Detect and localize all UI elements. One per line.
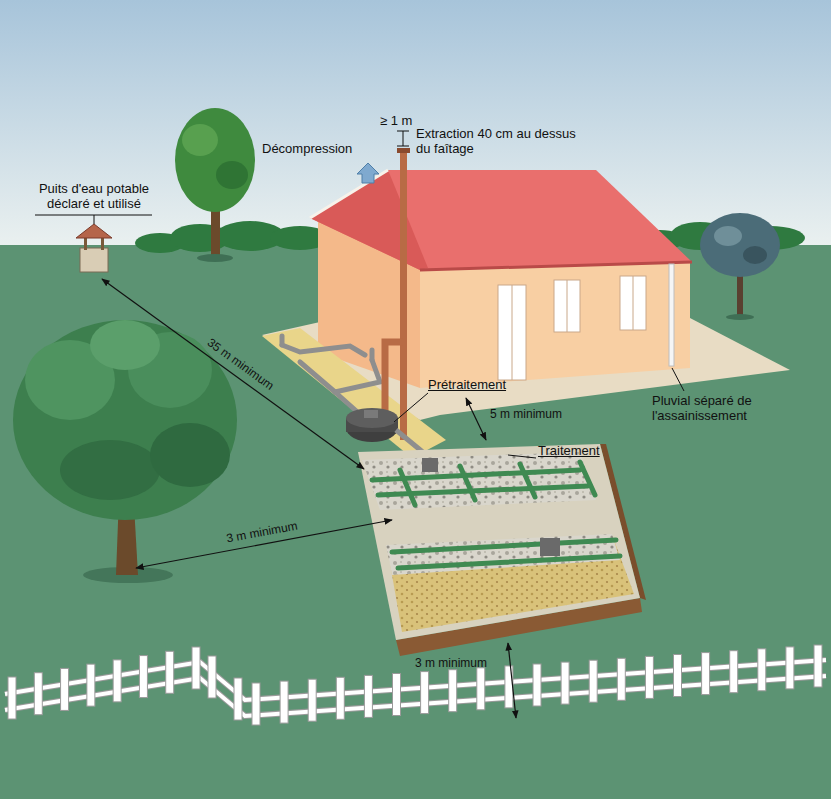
fence-picket <box>449 670 457 712</box>
fence-picket <box>561 662 569 704</box>
fence <box>5 645 826 725</box>
dimension-label: 3 m minimum <box>415 656 487 671</box>
fence-picket <box>617 658 625 700</box>
part-label: Traitement <box>538 443 600 458</box>
fence-picket <box>421 672 429 714</box>
fence-picket <box>477 668 485 710</box>
fence-picket <box>139 656 147 698</box>
fence-picket <box>589 660 597 702</box>
part-label: Prétraitement <box>428 377 506 392</box>
vent-pipe <box>385 148 410 440</box>
fence-picket <box>308 679 316 721</box>
leader-line <box>394 368 684 458</box>
extraction-label: Extraction 40 cm au dessus du faîtage <box>416 126 592 156</box>
septic-tank <box>346 408 398 442</box>
leader-line <box>94 215 95 224</box>
tree <box>175 108 255 262</box>
fence-picket <box>166 651 174 693</box>
dimension-label: 35 m minimum <box>204 335 277 393</box>
fence-picket <box>393 674 401 716</box>
fence-picket <box>87 664 95 706</box>
fence-picket <box>234 678 242 720</box>
fence-picket <box>814 645 822 687</box>
fence-picket <box>336 677 344 719</box>
fence-picket <box>786 647 794 689</box>
treatment-field <box>358 444 646 656</box>
pipe <box>282 336 380 425</box>
vent-label: Décompression <box>262 141 352 156</box>
dimension-label: 5 m minimum <box>490 407 562 422</box>
fence-picket <box>113 660 121 702</box>
fence-picket <box>645 656 653 698</box>
tree <box>13 320 237 583</box>
tree <box>700 213 780 320</box>
well-label: Puits d'eau potable déclaré et utilisé <box>30 181 158 211</box>
fence-picket <box>208 656 216 698</box>
fence-picket <box>533 664 541 706</box>
fence-picket <box>730 651 738 693</box>
fence-picket <box>192 647 200 689</box>
fence-picket <box>674 655 682 697</box>
fence-picket <box>280 681 288 723</box>
note-label: Pluvial séparé de l'assainissement <box>652 393 784 423</box>
fence-picket <box>61 668 69 710</box>
dimension-line <box>397 131 409 146</box>
fence-picket <box>364 675 372 717</box>
fence-picket <box>8 677 16 719</box>
fence-picket <box>758 649 766 691</box>
fence-picket <box>252 683 260 725</box>
vent-arrow <box>357 163 379 183</box>
well <box>76 224 112 272</box>
fence-picket <box>702 653 710 695</box>
dimension-label: 3 m minimum <box>225 518 299 546</box>
dimension-label: ≥ 1 m <box>380 113 412 128</box>
fence-picket <box>34 673 42 715</box>
sand-trench <box>262 328 446 458</box>
dimension-line <box>102 279 516 718</box>
